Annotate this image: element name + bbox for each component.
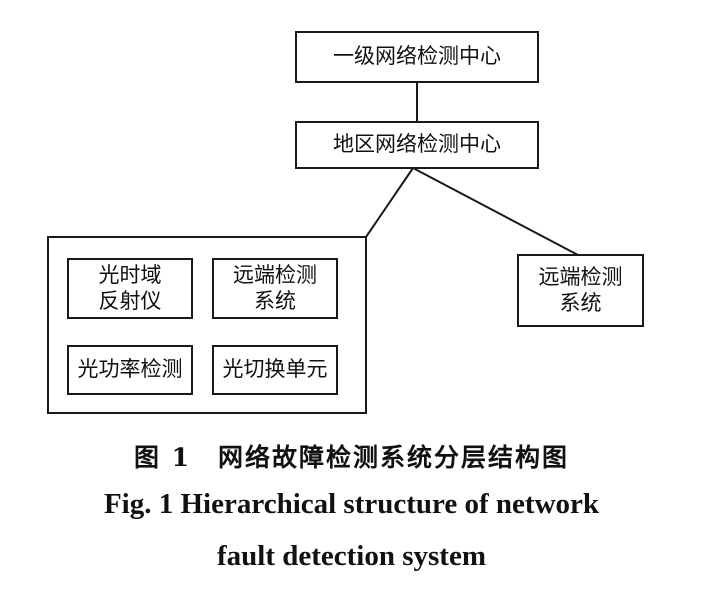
optical-power-label: 光功率检测 — [77, 357, 183, 382]
remote-right-label: 远端检测 系统 — [538, 264, 623, 315]
optical-switch-label: 光切换单元 — [222, 357, 328, 382]
caption-english-line-1: Fig. 1 Hierarchical structure of network — [103, 488, 600, 520]
connector-regional-to-remote — [412, 167, 579, 256]
level1-center-label: 一级网络检测中心 — [333, 44, 501, 69]
regional-center-label: 地区网络检测中心 — [333, 132, 501, 157]
optical-power-detection-box: 光功率检测 — [67, 345, 193, 395]
caption-chinese: 图 1 网络故障检测系统分层结构图 — [133, 443, 570, 472]
otdr-box: 光时域 反射仪 — [67, 258, 193, 319]
optical-switch-unit-box: 光切换单元 — [212, 345, 338, 395]
connector-regional-to-group — [365, 167, 414, 238]
remote-detection-system-box: 远端检测 系统 — [212, 258, 338, 319]
level1-network-detection-center: 一级网络检测中心 — [295, 31, 539, 83]
remote-detection-system-right: 远端检测 系统 — [517, 254, 644, 327]
caption-english-line-2: fault detection system — [216, 540, 486, 572]
regional-network-detection-center: 地区网络检测中心 — [295, 121, 539, 169]
remote-detection-label: 远端检测 系统 — [233, 262, 317, 313]
otdr-label: 光时域 反射仪 — [98, 262, 162, 313]
